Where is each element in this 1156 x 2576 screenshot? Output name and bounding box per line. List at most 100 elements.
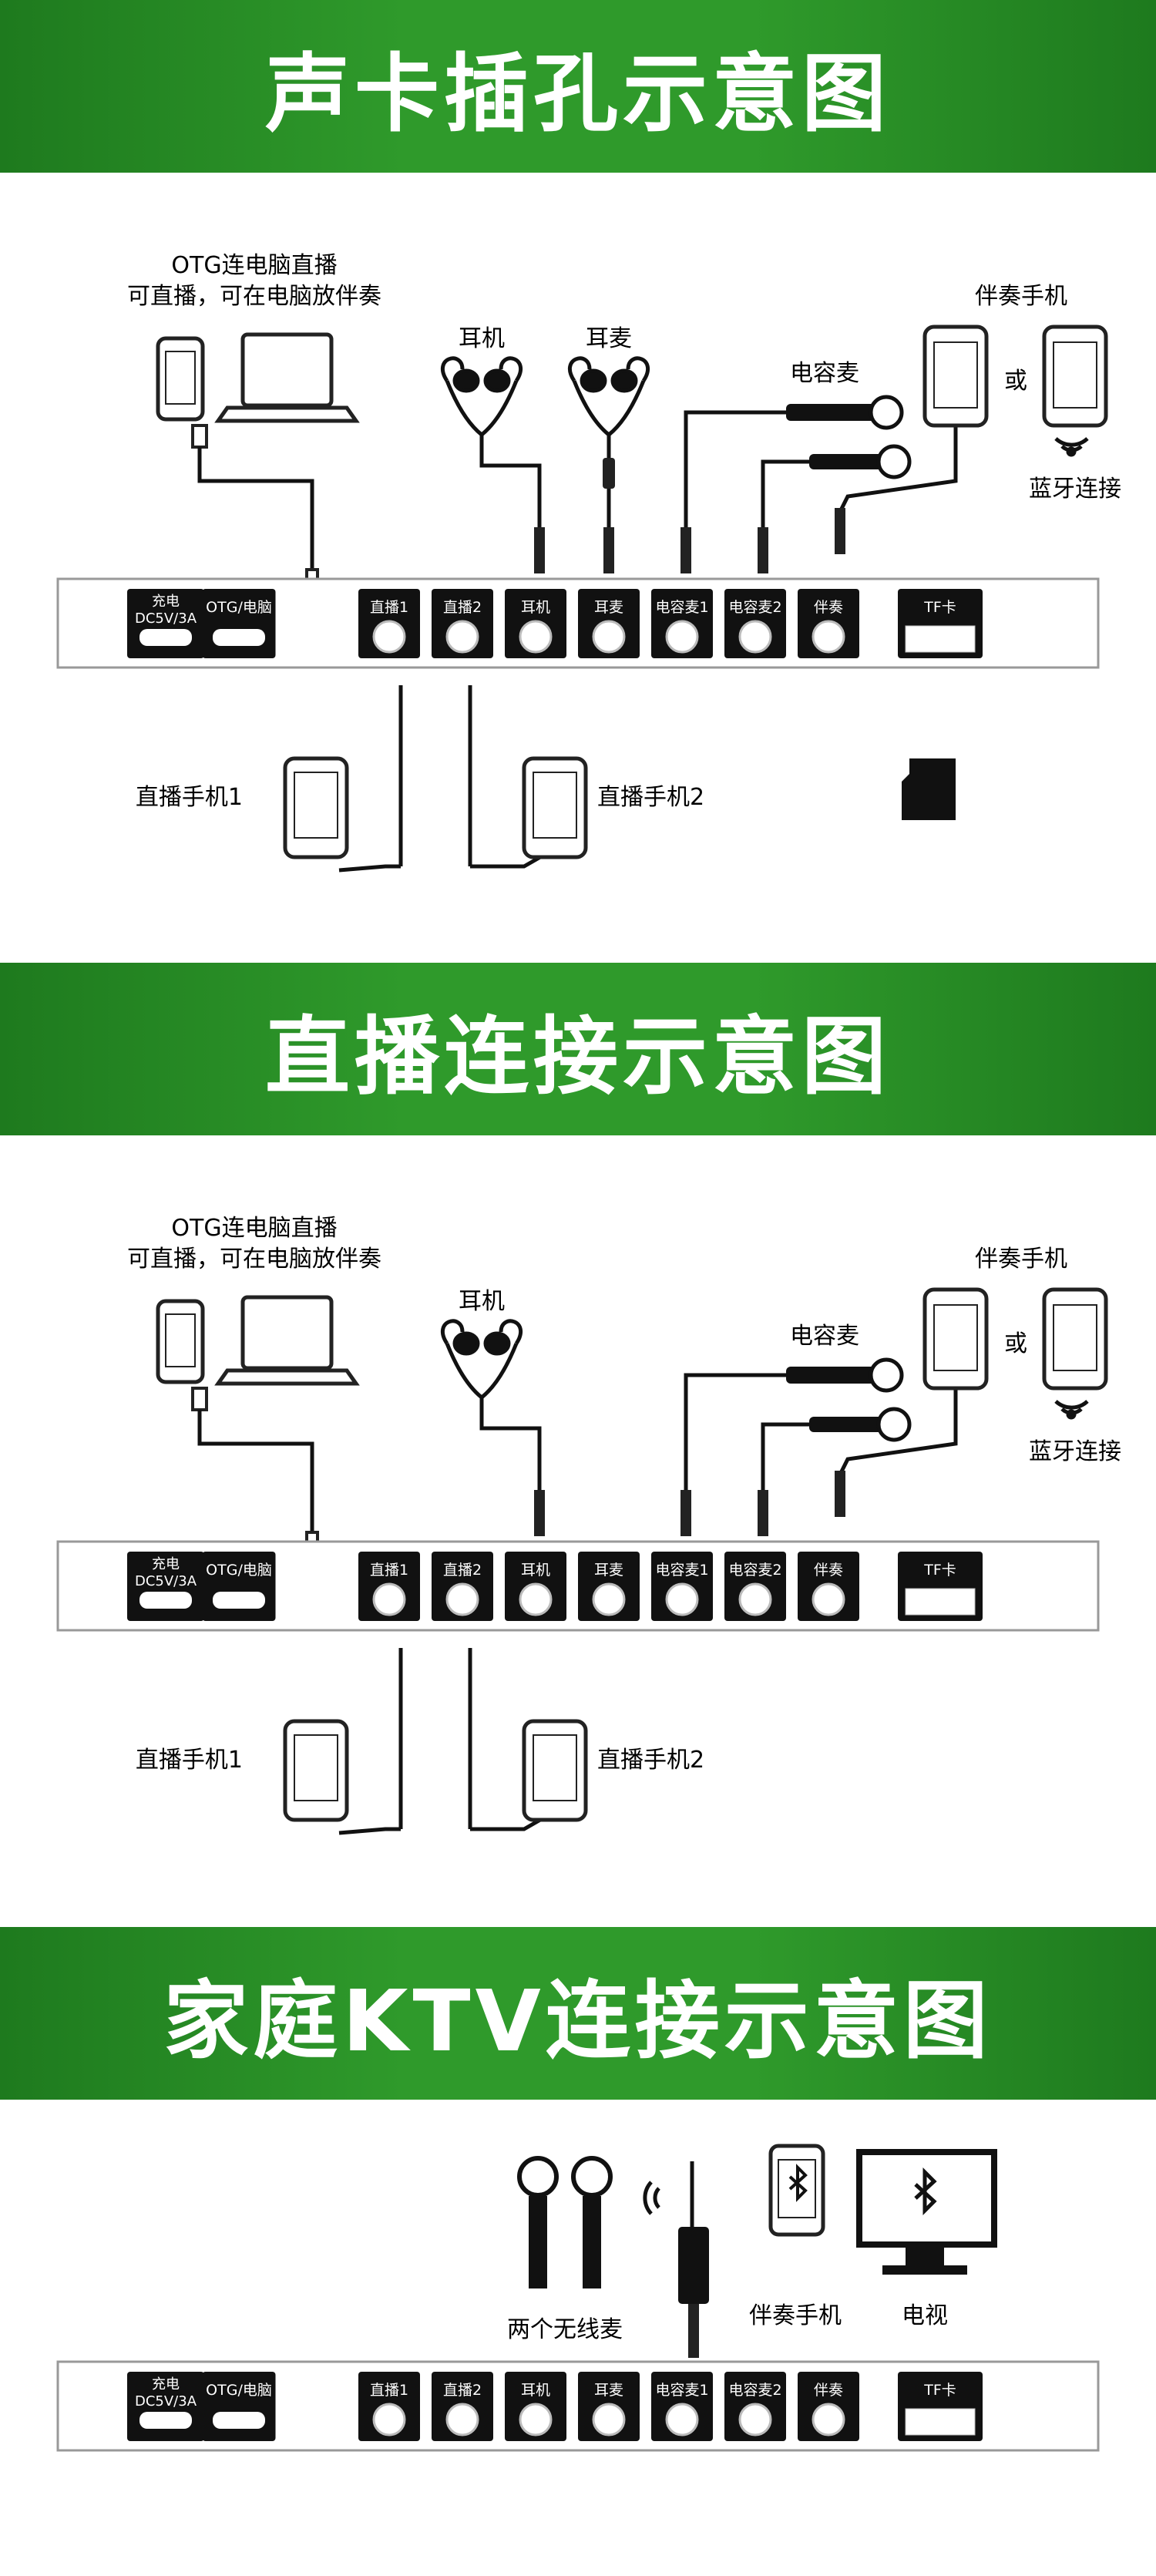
earmic-icon	[567, 356, 650, 531]
bluetooth-label: 蓝牙连接	[1029, 476, 1121, 503]
port-label: DC5V/3A	[135, 2393, 197, 2410]
port-label: 电容麦1	[655, 2382, 708, 2399]
port-label: DC5V/3A	[135, 610, 197, 627]
jack-hole	[592, 2403, 626, 2436]
port-live2: 直播2	[432, 589, 493, 658]
tf-slot	[905, 1588, 976, 1616]
usb-slot	[139, 629, 192, 646]
port-label: 耳麦	[594, 2382, 623, 2399]
port-label: 电容麦2	[728, 2382, 781, 2399]
laptop-icon	[240, 1295, 334, 1370]
otg-label-2: 可直播，可在电脑放伴奏	[127, 283, 381, 310]
condenser-mic-icon	[680, 395, 904, 573]
wireless-icon	[1054, 1400, 1089, 1420]
backing-phone-label: 伴奏手机	[749, 2302, 842, 2329]
section-banner-2: 直播连接示意图	[0, 963, 1156, 1135]
live-phone-2-label: 直播手机2	[597, 784, 704, 811]
jack-hole	[738, 2403, 772, 2436]
live-connection-diagram: OTG连电脑直播 可直播，可在电脑放伴奏 耳机 电容麦 伴奏手机 或 蓝牙连接	[56, 1215, 1121, 1835]
jack-hole	[445, 2403, 479, 2436]
port-label: 伴奏	[814, 599, 843, 616]
port-label: 耳机	[521, 2382, 550, 2399]
port-tf: TF卡	[898, 589, 983, 658]
port-live1: 直播1	[358, 589, 420, 658]
port-label: 电容麦1	[655, 1562, 708, 1579]
port-label: 电容麦1	[655, 599, 708, 616]
port-backing: 伴奏	[798, 1552, 859, 1621]
port-mic1: 电容麦1	[651, 1552, 713, 1621]
wireless-mic-icon	[517, 2156, 613, 2288]
port-label: 充电	[152, 2376, 180, 2393]
port-tf: TF卡	[898, 1552, 983, 1621]
jack-hole	[519, 1582, 553, 1616]
backing-phone-label: 伴奏手机	[975, 1246, 1067, 1273]
port-label: 直播1	[370, 599, 408, 616]
tv-icon	[856, 2149, 997, 2275]
live-phone-1-label: 直播手机1	[136, 1747, 243, 1774]
jack-hole	[592, 620, 626, 654]
port-label: 充电	[152, 594, 180, 610]
live-phone-2-label: 直播手机2	[597, 1747, 704, 1774]
port-backing: 伴奏	[798, 589, 859, 658]
earmic-label: 耳麦	[586, 325, 632, 352]
usb-slot	[213, 1592, 265, 1609]
jack-hole	[372, 2403, 406, 2436]
earphone-icon	[440, 356, 542, 531]
port-live1: 直播1	[358, 2372, 420, 2441]
port-label: TF卡	[923, 599, 956, 616]
jack-hole	[372, 1582, 406, 1616]
port-earmic: 耳麦	[578, 1552, 640, 1621]
port-label: 直播1	[370, 1562, 408, 1579]
jack-hole	[372, 620, 406, 654]
port-label: 伴奏	[814, 1562, 843, 1579]
port-label: 充电	[152, 1556, 180, 1572]
port-label: OTG/电脑	[206, 599, 272, 616]
earphone-label: 耳机	[459, 325, 505, 352]
port-otg: OTG/电脑	[202, 1552, 276, 1621]
section-1-diagram: OTG连电脑直播 可直播，可在电脑放伴奏 耳机 耳麦 电容麦	[0, 173, 1156, 963]
section-banner-3: 家庭KTV连接示意图	[0, 1927, 1156, 2100]
port-label: 直播1	[370, 2382, 408, 2399]
usb-slot	[213, 629, 265, 646]
otg-label-1: OTG连电脑直播	[171, 1215, 337, 1242]
port-earphone: 耳机	[505, 2372, 566, 2441]
port-backing: 伴奏	[798, 2372, 859, 2441]
jack-hole	[445, 620, 479, 654]
port-label: 耳麦	[594, 1562, 623, 1579]
earphone-label: 耳机	[459, 1288, 505, 1315]
port-label: TF卡	[923, 2382, 956, 2399]
jack-hole	[738, 620, 772, 654]
condenser-mic-icon-2	[758, 444, 912, 573]
port-earphone: 耳机	[505, 589, 566, 658]
jack-hole	[592, 1582, 626, 1616]
usb-slot	[139, 2412, 192, 2429]
port-label: 直播2	[443, 1562, 482, 1579]
otg-label-1: OTG连电脑直播	[171, 252, 337, 279]
port-label: 直播2	[443, 2382, 482, 2399]
condenser-mic-label: 电容麦	[790, 360, 859, 387]
laptop-icon	[240, 332, 334, 408]
section-title: 声卡插孔示意图	[265, 45, 891, 143]
port-tf: TF卡	[898, 2372, 983, 2441]
section-banner-1: 声卡插孔示意图	[0, 0, 1156, 173]
port-mic1: 电容麦1	[651, 589, 713, 658]
port-label: 伴奏	[814, 2382, 843, 2399]
jack-hole	[738, 1582, 772, 1616]
section-2-diagram: OTG连电脑直播 可直播，可在电脑放伴奏 耳机 电容麦 伴奏手机 或 蓝牙连接	[0, 1135, 1156, 1927]
bluetooth-label: 蓝牙连接	[1029, 1438, 1121, 1465]
port-mic2: 电容麦2	[724, 1552, 786, 1621]
live-phone-1-label: 直播手机1	[136, 784, 243, 811]
port-label: DC5V/3A	[135, 1573, 197, 1589]
port-label: 电容麦2	[728, 599, 781, 616]
port-label: OTG/电脑	[206, 2382, 272, 2399]
port-earmic: 耳麦	[578, 2372, 640, 2441]
jack-diagram: OTG连电脑直播 可直播，可在电脑放伴奏 耳机 耳麦 电容麦	[56, 252, 1121, 873]
port-mic2: 电容麦2	[724, 2372, 786, 2441]
tf-slot	[905, 625, 976, 653]
jack-hole	[812, 2403, 845, 2436]
